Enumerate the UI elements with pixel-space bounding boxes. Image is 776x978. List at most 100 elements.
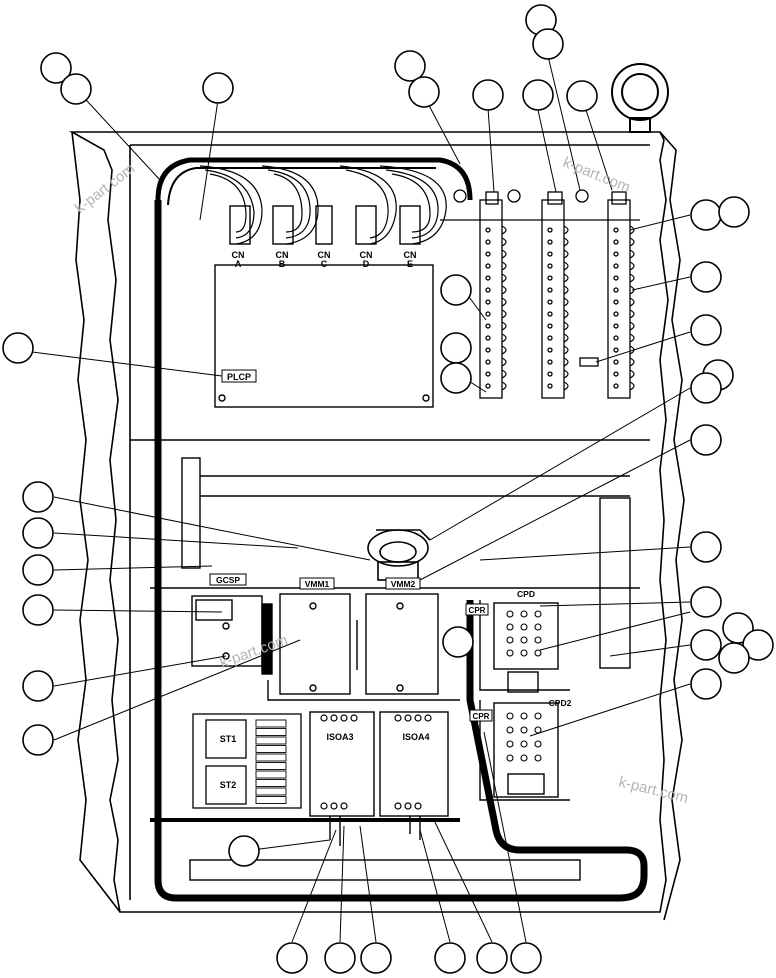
cpd-terminal: [506, 649, 514, 657]
callout-balloon: [408, 76, 440, 108]
isoa-terminal: [424, 714, 432, 722]
isoa-terminal: [394, 802, 402, 810]
component-labels: PLCP GCSP VMM1 VMM2 CPR CPD CPD2 CPR ISO…: [209, 369, 572, 790]
terminal-wire: [501, 381, 507, 391]
cpd2-terminal: [534, 740, 542, 748]
callout-balloon: [22, 670, 54, 702]
cpd-terminal: [520, 636, 528, 644]
terminal-screw: [613, 287, 619, 293]
brackets: [181, 457, 631, 881]
cn-b-connector: [272, 205, 294, 245]
cn-d-label-top: CN: [360, 250, 373, 260]
cpd2-terminal: [520, 754, 528, 762]
callout-balloons: [2, 4, 774, 974]
callout-balloon: [276, 942, 308, 974]
cpd-terminal: [534, 649, 542, 657]
cn-a-label: A: [235, 259, 242, 269]
terminal-wire: [501, 273, 507, 283]
terminal-wire: [563, 381, 569, 391]
cpd2-terminal: [534, 754, 542, 762]
main-harness: [150, 157, 648, 902]
isoa4-label: ISOA4: [402, 732, 429, 742]
terminal-wire: [501, 249, 507, 259]
cn-e-label-top: CN: [404, 250, 417, 260]
isoa-terminal: [404, 802, 412, 810]
watermark-1: k-part.com: [72, 160, 138, 217]
callout-balloon: [2, 332, 34, 364]
terminal-screw: [613, 359, 619, 365]
terminal-screw: [613, 251, 619, 257]
callout-balloon: [442, 626, 474, 658]
callout-balloon: [22, 724, 54, 756]
terminal-screw: [547, 371, 553, 377]
terminal-wire: [501, 369, 507, 379]
terminal-screw: [485, 239, 491, 245]
terminal-screw: [613, 227, 619, 233]
terminal-screw: [613, 347, 619, 353]
terminal-wire: [563, 285, 569, 295]
terminal-screw: [547, 239, 553, 245]
isoa4-box: [379, 711, 449, 817]
cpd-terminal: [534, 610, 542, 618]
isoa3-box: [309, 711, 375, 817]
gcsp-module: [191, 595, 273, 675]
terminal-wire: [629, 261, 635, 271]
terminal-wire: [501, 237, 507, 247]
terminal-screw: [547, 287, 553, 293]
terminal-screw: [547, 227, 553, 233]
terminal-wire: [501, 345, 507, 355]
terminal-wire: [629, 225, 635, 235]
callout-balloon: [690, 424, 722, 456]
cn-a-label-top: CN: [232, 250, 245, 260]
gcsp-label: GCSP: [216, 575, 240, 585]
terminal-wire: [629, 273, 635, 283]
callout-balloon: [690, 668, 722, 700]
vmm1-box: [279, 593, 351, 695]
isoa-terminal: [340, 802, 348, 810]
vmm1-label: VMM1: [305, 579, 330, 589]
callout-balloon: [690, 372, 722, 404]
terminal-screw: [485, 287, 491, 293]
callout-balloon: [440, 362, 472, 394]
callout-balloon: [22, 554, 54, 586]
watermark-2: k-part.com: [561, 154, 633, 196]
cpd-terminal: [506, 610, 514, 618]
terminal-strip-1: [479, 199, 503, 399]
terminal-screw: [613, 275, 619, 281]
callout-balloon: [690, 586, 722, 618]
terminal-wire: [629, 237, 635, 247]
terminal-wire: [629, 321, 635, 331]
terminal-wire: [629, 381, 635, 391]
callout-balloon: [22, 481, 54, 513]
cn-c-label-top: CN: [318, 250, 331, 260]
isoa3-label: ISOA3: [326, 732, 353, 742]
cpd-relay: [493, 602, 559, 670]
st-terminal-block: [192, 713, 302, 809]
terminal-wire: [501, 297, 507, 307]
vmm2-box: [365, 593, 439, 695]
terminal-wire: [629, 369, 635, 379]
callout-balloon: [718, 196, 750, 228]
callout-balloon: [22, 517, 54, 549]
callout-balloon: [360, 942, 392, 974]
terminal-wire: [629, 249, 635, 259]
watermark-4: k-part.com: [617, 773, 690, 807]
cabinet-outline: [68, 131, 685, 921]
terminal-row: [255, 753, 287, 762]
terminal-screw: [547, 311, 553, 317]
terminal-strips: [440, 189, 640, 399]
callout-balloon: [440, 274, 472, 306]
cpd-terminal: [506, 636, 514, 644]
terminal-screw: [485, 299, 491, 305]
callout-balloon: [202, 72, 234, 104]
callout-balloon: [690, 199, 722, 231]
terminal-wire: [501, 285, 507, 295]
terminal-screw: [485, 227, 491, 233]
terminal-wire: [563, 249, 569, 259]
terminal-wire: [629, 333, 635, 343]
terminal-screw: [485, 383, 491, 389]
isoa-terminal: [320, 802, 328, 810]
terminal-wire: [501, 309, 507, 319]
callout-balloon: [228, 835, 260, 867]
terminal-screw: [485, 311, 491, 317]
